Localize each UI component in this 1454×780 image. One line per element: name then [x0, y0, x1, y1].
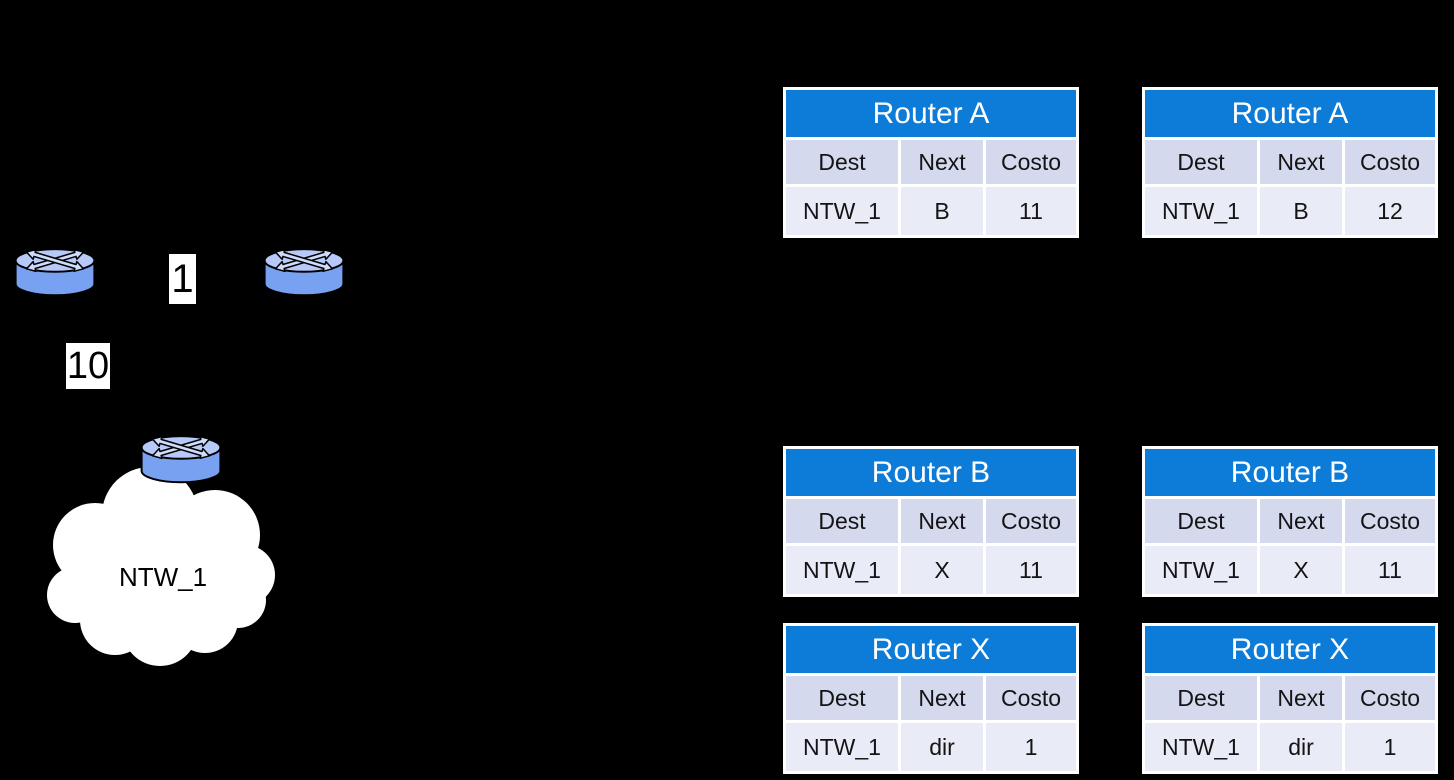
routing-table-x-right: Router X Dest Next Costo NTW_1 dir 1 [1142, 623, 1438, 774]
column-header-next: Next [1260, 140, 1342, 184]
column-header-costo: Costo [986, 676, 1076, 720]
link-cost-label-left: 10 [66, 343, 110, 389]
table-cell: 1 [1345, 723, 1435, 771]
router-icon-top-right [263, 248, 345, 297]
table-cell: 11 [986, 546, 1076, 594]
column-header-next: Next [901, 676, 983, 720]
table-title: Router X [786, 626, 1076, 673]
column-header-dest: Dest [786, 499, 898, 543]
link-cost-label-top: 1 [169, 254, 196, 304]
table-title: Router A [1145, 90, 1435, 137]
table-cell: dir [901, 723, 983, 771]
column-header-costo: Costo [1345, 676, 1435, 720]
column-header-dest: Dest [1145, 499, 1257, 543]
table-title: Router X [1145, 626, 1435, 673]
column-header-costo: Costo [986, 499, 1076, 543]
column-header-dest: Dest [1145, 140, 1257, 184]
table-cell: NTW_1 [1145, 546, 1257, 594]
table-title: Router A [786, 90, 1076, 137]
table-cell: NTW_1 [1145, 723, 1257, 771]
routing-table-a-left: Router A Dest Next Costo NTW_1 B 11 [783, 87, 1079, 238]
column-header-dest: Dest [1145, 676, 1257, 720]
table-cell: NTW_1 [786, 187, 898, 235]
table-cell: 11 [986, 187, 1076, 235]
column-header-costo: Costo [986, 140, 1076, 184]
table-cell: X [1260, 546, 1342, 594]
table-cell: B [1260, 187, 1342, 235]
table-cell: NTW_1 [1145, 187, 1257, 235]
table-cell: dir [1260, 723, 1342, 771]
table-cell: 12 [1345, 187, 1435, 235]
column-header-next: Next [1260, 499, 1342, 543]
router-icon-top-left [14, 248, 96, 297]
table-cell: NTW_1 [786, 546, 898, 594]
table-cell: X [901, 546, 983, 594]
table-cell: NTW_1 [786, 723, 898, 771]
routing-table-b-left: Router B Dest Next Costo NTW_1 X 11 [783, 446, 1079, 597]
column-header-costo: Costo [1345, 499, 1435, 543]
table-cell: 11 [1345, 546, 1435, 594]
column-header-next: Next [901, 140, 983, 184]
router-icon-on-cloud [140, 435, 222, 484]
table-cell: B [901, 187, 983, 235]
column-header-costo: Costo [1345, 140, 1435, 184]
routing-table-a-right: Router A Dest Next Costo NTW_1 B 12 [1142, 87, 1438, 238]
table-title: Router B [1145, 449, 1435, 496]
table-cell: 1 [986, 723, 1076, 771]
table-title: Router B [786, 449, 1076, 496]
cloud-name-label: NTW_1 [118, 562, 208, 592]
column-header-next: Next [901, 499, 983, 543]
column-header-dest: Dest [786, 140, 898, 184]
routing-table-x-left: Router X Dest Next Costo NTW_1 dir 1 [783, 623, 1079, 774]
routing-table-b-right: Router B Dest Next Costo NTW_1 X 11 [1142, 446, 1438, 597]
column-header-next: Next [1260, 676, 1342, 720]
column-header-dest: Dest [786, 676, 898, 720]
